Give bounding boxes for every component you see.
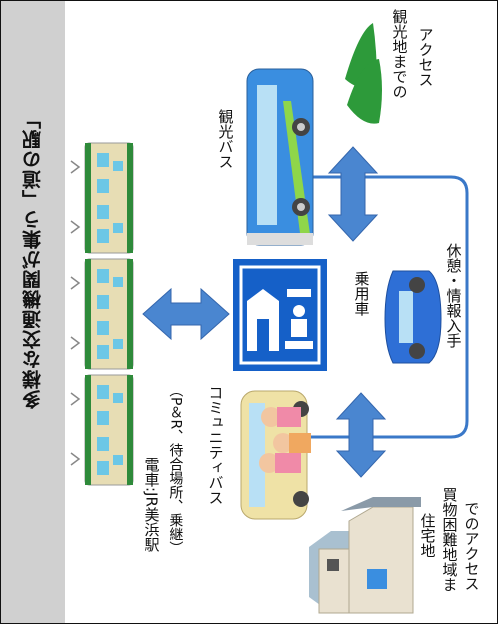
michi-no-eki-sign-icon — [233, 259, 327, 371]
mountain-icon — [345, 23, 382, 124]
title-bar — [1, 1, 65, 623]
house-icon — [309, 497, 421, 614]
car-sub-label: 休憩・情報入手 — [444, 243, 463, 348]
arrow-bus-sightseeing — [327, 146, 379, 242]
residential-label: 住宅地 — [418, 513, 437, 558]
sightseeing-label-1: 観光地までの — [390, 9, 409, 99]
arrow-station-community-bus — [335, 392, 387, 478]
car-icon — [384, 270, 442, 364]
train-icon — [70, 142, 134, 486]
train-label: 電車:JR美浜駅 — [142, 457, 161, 552]
community-bus-label: コミュニティバス — [206, 385, 225, 505]
sightseeing-label-2: アクセス — [416, 27, 435, 87]
tour-bus-icon — [246, 68, 314, 246]
arrow-train-station — [142, 287, 230, 341]
tour-bus-label: 観光バス — [216, 109, 235, 169]
passengers-icon — [259, 407, 311, 473]
train-sub-label: （P＆R、待合場所、乗継） — [167, 383, 184, 556]
residential-sub-label-1: 買物困難地域ま — [440, 487, 459, 592]
car-label: 乗用車 — [352, 271, 371, 316]
connection-line — [283, 175, 469, 439]
residential-sub-label-2: でのアクセス — [462, 501, 481, 591]
